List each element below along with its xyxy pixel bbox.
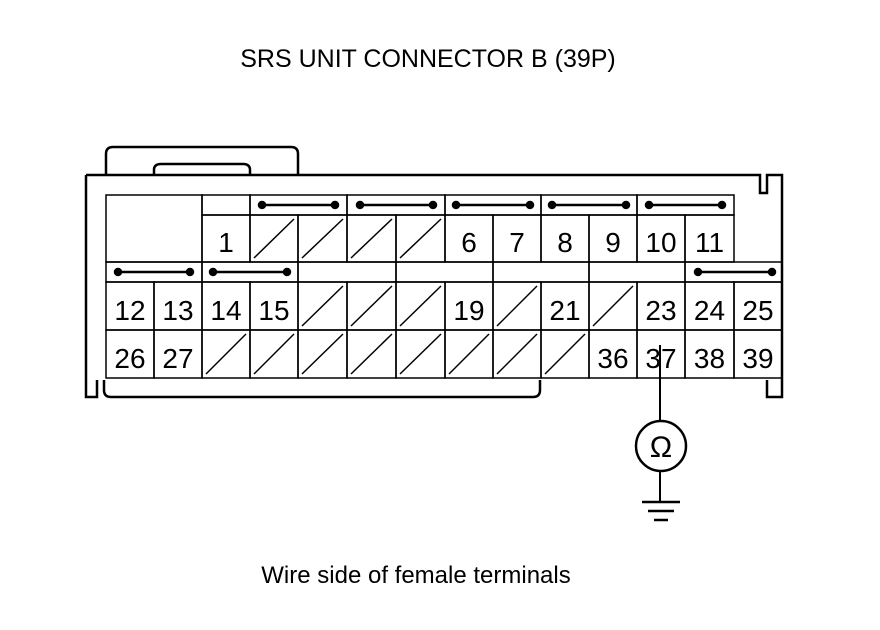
terminal-39: 39	[742, 343, 773, 374]
terminal-23: 23	[645, 295, 676, 326]
terminal-14: 14	[210, 295, 241, 326]
diagram-caption: Wire side of female terminals	[261, 562, 570, 589]
empty-cavity-hatch	[448, 333, 490, 375]
shorting-bar-icon	[208, 267, 292, 277]
shorting-bar-icon	[547, 200, 631, 210]
empty-cavity-hatch	[399, 285, 442, 327]
terminal-9: 9	[605, 227, 621, 258]
empty-cavity-hatch	[205, 333, 247, 375]
empty-cavity-hatch	[544, 333, 586, 375]
shorting-bar-icon	[451, 200, 535, 210]
empty-cavity-hatch	[301, 218, 344, 259]
shorting-bar-slot	[201, 194, 251, 216]
terminal-21: 21	[549, 295, 580, 326]
terminal-19: 19	[453, 295, 484, 326]
terminal-26: 26	[114, 343, 145, 374]
terminal-38: 38	[694, 343, 725, 374]
empty-cavity-hatch	[496, 333, 538, 375]
empty-cavity-hatch	[350, 333, 393, 375]
terminal-15: 15	[258, 295, 289, 326]
terminal-1: 1	[218, 227, 234, 258]
terminal-13: 13	[162, 295, 193, 326]
empty-cavity-hatch	[350, 285, 393, 327]
terminal-7: 7	[509, 227, 525, 258]
ground-icon	[642, 500, 680, 522]
empty-cavity-hatch	[253, 218, 295, 259]
ohmmeter-icon: Ω	[634, 419, 688, 473]
shorting-bar-icon	[644, 200, 727, 210]
shorting-bar-icon	[693, 267, 777, 277]
empty-cavity-hatch	[301, 285, 344, 327]
terminal-grid	[105, 194, 783, 379]
empty-cavity-hatch	[592, 285, 634, 327]
empty-cavity-hatch	[496, 285, 538, 327]
terminal-11: 11	[695, 227, 724, 258]
empty-cavity-hatch	[253, 333, 295, 375]
shorting-bar-slot	[395, 261, 494, 283]
shorting-bar-slot	[588, 261, 686, 283]
ohm-symbol: Ω	[650, 431, 672, 464]
empty-cavity-hatch	[399, 333, 442, 375]
shorting-bar-icon	[113, 267, 195, 277]
shorting-bar-icon	[355, 200, 438, 210]
shorting-bar-slot	[492, 261, 590, 283]
shorting-bar-icon	[257, 200, 340, 210]
terminal-25: 25	[742, 295, 773, 326]
terminal-36: 36	[597, 343, 628, 374]
terminal-24: 24	[694, 295, 725, 326]
terminal-cell	[733, 329, 783, 379]
terminal-27: 27	[162, 343, 193, 374]
connector-housing	[84, 145, 784, 399]
ohmmeter-circuit: Ω	[634, 345, 688, 522]
terminal-labels: 167891011122613271415192136233724382539	[114, 227, 773, 374]
shorting-bar-slot	[297, 261, 397, 283]
terminal-10: 10	[645, 227, 676, 258]
terminal-8: 8	[557, 227, 573, 258]
empty-cavity-hatch	[350, 218, 393, 259]
empty-cavity-hatch	[301, 333, 344, 375]
terminal-12: 12	[114, 295, 145, 326]
diagram-title: SRS UNIT CONNECTOR B (39P)	[240, 45, 616, 73]
blank-block	[105, 194, 203, 263]
terminal-6: 6	[461, 227, 477, 258]
empty-cavity-hatch	[399, 218, 442, 259]
